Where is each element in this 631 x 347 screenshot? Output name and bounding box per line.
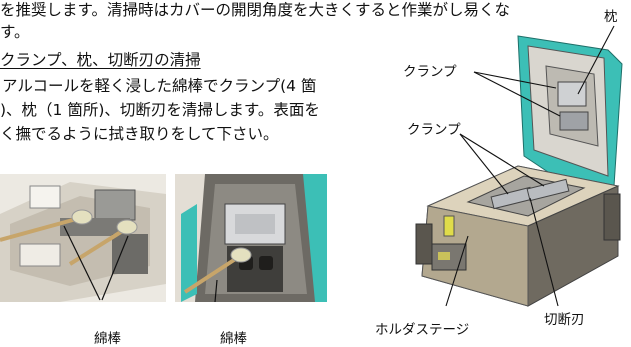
clamp-label-lower: クランプ — [407, 122, 461, 138]
body-line-2: )、枕（1 箇所)、切断刃を清掃します。表面を — [0, 101, 320, 119]
swab-label-1: 綿棒 — [94, 331, 121, 347]
device-body — [415, 165, 621, 307]
photo-swab-clamps — [0, 174, 166, 302]
splicer-device-illustration — [415, 25, 623, 307]
body-line-1: アルコールを軽く浸した綿棒でクランプ(4 箇 — [2, 77, 317, 95]
pillow-label: 枕 — [604, 9, 618, 25]
section-heading: クランプ、枕、切断刃の清掃 — [0, 51, 201, 69]
swab-label-2: 綿棒 — [220, 331, 247, 347]
clamp-label-upper: クランプ — [403, 64, 457, 80]
intro-line-1: を推奨します。清掃時はカバーの開閉角度を大きくすると作業がし易くな — [0, 1, 510, 19]
body-line-3: く撫でるように拭き取りをして下さい。 — [0, 125, 279, 143]
intro-line-2: す。 — [0, 23, 30, 41]
device-cover — [517, 35, 623, 193]
photo-swab-pillow — [175, 174, 327, 302]
holder-stage-label: ホルダステージ — [375, 322, 470, 338]
cutter-label: 切断刃 — [544, 312, 585, 328]
